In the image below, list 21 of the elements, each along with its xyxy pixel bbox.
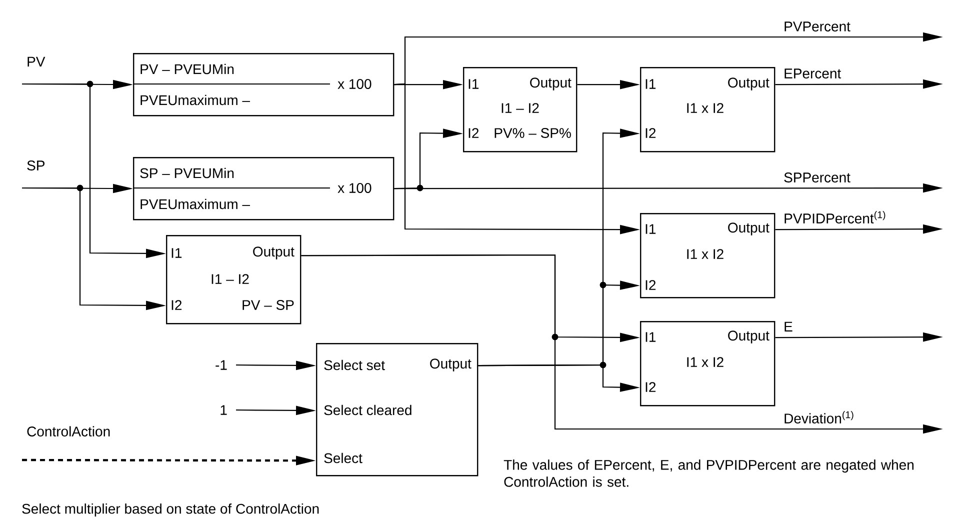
output-name: PVPIDPercent$^{(1)}$ <box>784 210 886 224</box>
signal-name: ControlAction <box>27 426 110 436</box>
signal-name: 1 <box>220 405 227 415</box>
signal-name: SP <box>27 160 44 170</box>
function-block: I1 Output I1 x I2 I2 <box>640 67 776 152</box>
note-text: The values of EPercent, E, and PVPIDPercent are negated when ControlAction is set. <box>504 460 914 487</box>
function-block: I1 Output I1 x I2 I2 <box>640 321 776 406</box>
output-name: EPercent <box>784 68 842 78</box>
output-name: PVPercent <box>784 22 850 32</box>
function-block: SP – PVEUMin PVEUmaximum – x 100 <box>132 157 394 220</box>
function-block: I1 Output I1 x I2 I2 <box>640 213 776 298</box>
signal-name: PV <box>28 56 46 66</box>
note-text: Select multiplier based on state of ControlAction <box>22 503 319 517</box>
output-name: Deviation$^{(1)}$ <box>784 411 854 424</box>
function-block: Select set Output Select cleared Select <box>316 343 478 476</box>
output-name: SPPercent <box>784 172 850 182</box>
function-block: I1 Output I1 – I2 I2 PV% – SP% <box>463 67 578 152</box>
signal-name: -1 <box>216 360 227 370</box>
function-block: PV – PVEUMin PVEUmaximum – x 100 <box>132 53 394 116</box>
function-block: I1 Output I1 – I2 I2 PV – SP <box>166 235 302 324</box>
output-name: E <box>784 322 792 332</box>
